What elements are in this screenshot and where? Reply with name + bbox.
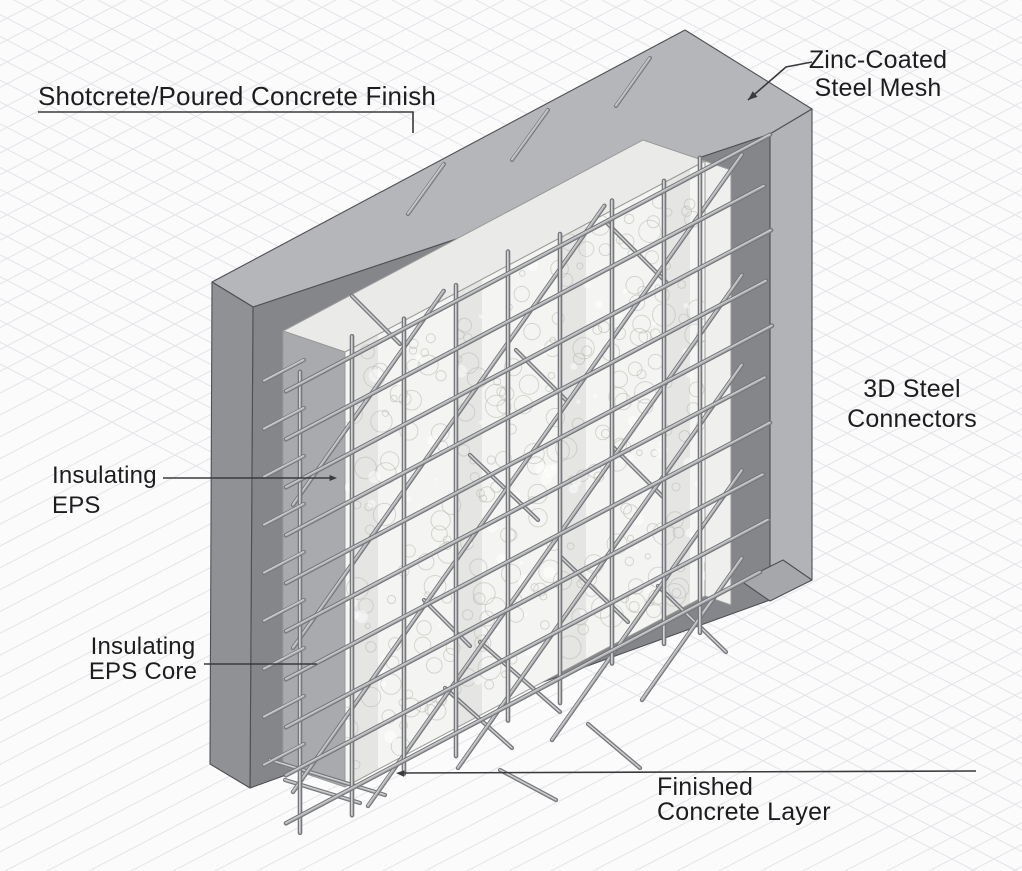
leader-lines	[38, 61, 977, 777]
steel-mesh-and-connectors	[262, 56, 775, 836]
eps-insulation-panel	[282, 139, 732, 788]
